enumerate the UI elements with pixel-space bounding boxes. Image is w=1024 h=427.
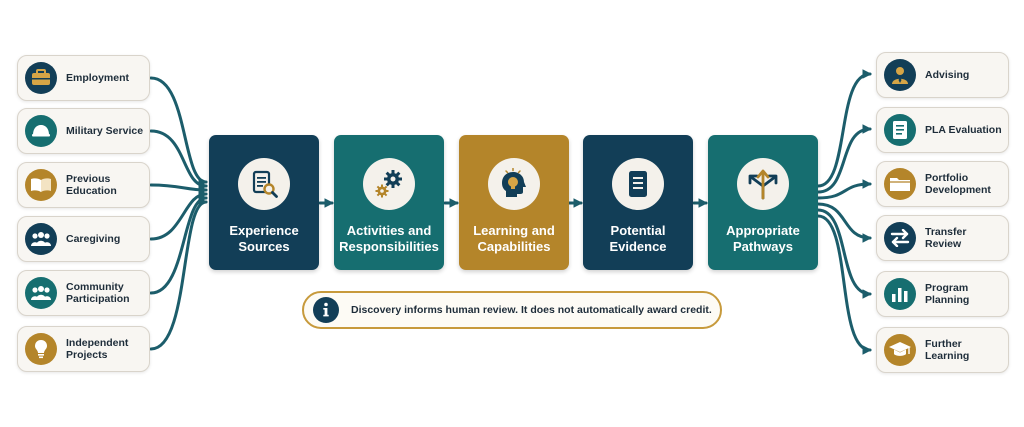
- outcome-advising: Advising: [876, 52, 1009, 98]
- briefcase-icon: [25, 62, 57, 94]
- outcome-pla-evaluation: PLA Evaluation: [876, 107, 1009, 153]
- connector-source-2: [149, 129, 208, 191]
- outcome-label: PLA Evaluation: [925, 124, 1002, 136]
- source-independent-projects: Independent Projects: [17, 326, 150, 372]
- source-employment: Employment: [17, 55, 150, 101]
- advisor-icon: [884, 59, 916, 91]
- stage-activities-responsibilities: Activities and Responsibilities: [334, 135, 444, 270]
- source-military-service: Military Service: [17, 108, 150, 154]
- stage-learning-capabilities: Learning and Capabilities: [459, 135, 569, 270]
- open-book-icon: [25, 169, 57, 201]
- split-arrows-icon: [737, 158, 789, 210]
- source-label: Employment: [66, 72, 130, 84]
- connector-source-3: [149, 183, 208, 195]
- document-search-icon: [238, 158, 290, 210]
- source-caregiving: Caregiving: [17, 216, 150, 262]
- stage-label: Potential Evidence: [609, 223, 667, 254]
- lightbulb-icon: [25, 333, 57, 365]
- stage-label: Appropriate Pathways: [726, 223, 800, 254]
- outcome-label: Program Planning: [925, 282, 970, 306]
- stage-appropriate-pathways: Appropriate Pathways: [708, 135, 818, 270]
- outcome-program-planning: Program Planning: [876, 271, 1009, 317]
- outcome-further-learning: Further Learning: [876, 327, 1009, 373]
- stage-label: Experience Sources: [229, 223, 299, 254]
- info-icon: [313, 297, 339, 323]
- head-lightbulb-icon: [488, 158, 540, 210]
- stage-label: Learning and Capabilities: [473, 223, 555, 254]
- graduation-cap-icon: [884, 334, 916, 366]
- connector-source-5: [149, 193, 208, 295]
- source-label: Military Service: [66, 125, 144, 137]
- outcome-label: Advising: [925, 69, 970, 81]
- helmet-icon: [25, 115, 57, 147]
- transfer-arrows-icon: [884, 222, 916, 254]
- disclaimer-text: Discovery informs human review. It does …: [351, 304, 712, 316]
- checklist-icon: [884, 114, 916, 146]
- stage-experience-sources: Experience Sources: [209, 135, 319, 270]
- outcome-label: Portfolio Development: [925, 172, 991, 196]
- connector-source-6: [149, 197, 208, 351]
- connector-outcome-1: [816, 69, 872, 188]
- connector-outcome-5: [816, 208, 872, 299]
- outcome-portfolio-development: Portfolio Development: [876, 161, 1009, 207]
- group-icon: [25, 277, 57, 309]
- stage-potential-evidence: Potential Evidence: [583, 135, 693, 270]
- connector-outcome-3: [816, 179, 872, 200]
- source-previous-education: Previous Education: [17, 162, 150, 208]
- folder-icon: [884, 168, 916, 200]
- outcome-label: Further Learning: [925, 338, 970, 362]
- source-label: Community Participation: [66, 281, 130, 305]
- disclaimer-note: Discovery informs human review. It does …: [302, 291, 722, 329]
- document-icon: [612, 158, 664, 210]
- gears-icon: [363, 158, 415, 210]
- source-label: Caregiving: [66, 233, 121, 245]
- bar-chart-icon: [884, 278, 916, 310]
- outcome-label: Transfer Review: [925, 226, 967, 250]
- source-label: Independent Projects: [66, 337, 129, 361]
- connector-outcome-2: [816, 124, 872, 194]
- connector-source-1: [149, 76, 208, 187]
- connector-outcome-4: [816, 202, 872, 243]
- connector-outcome-6: [816, 214, 872, 355]
- stage-label: Activities and Responsibilities: [339, 223, 439, 254]
- outcome-transfer-review: Transfer Review: [876, 215, 1009, 261]
- people-icon: [25, 223, 57, 255]
- source-community-participation: Community Participation: [17, 270, 150, 316]
- source-label: Previous Education: [66, 173, 117, 197]
